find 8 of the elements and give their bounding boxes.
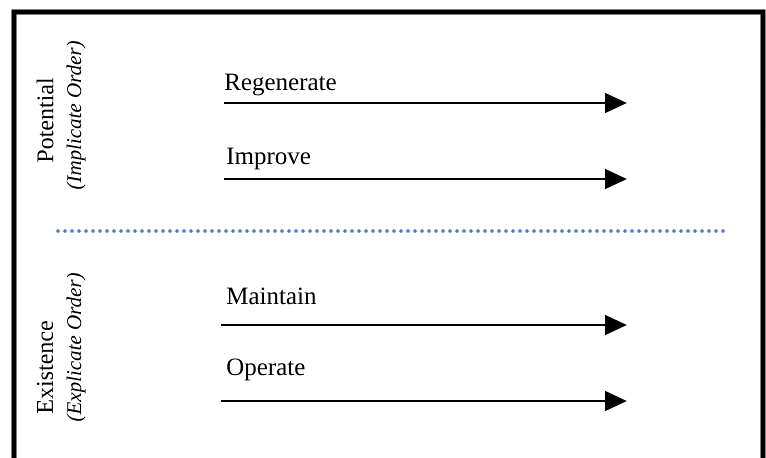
- axis-label: Potential: [36, 78, 54, 162]
- process-label: Improve: [227, 148, 310, 170]
- axis-label: (Implicate Order): [66, 41, 86, 189]
- process-label: Regenerate: [224, 74, 336, 96]
- axis-label: (Explicate Order): [66, 273, 86, 421]
- axis-label: Existence: [36, 321, 54, 413]
- process-label: Operate: [227, 358, 304, 380]
- process-label: Maintain: [226, 287, 316, 304]
